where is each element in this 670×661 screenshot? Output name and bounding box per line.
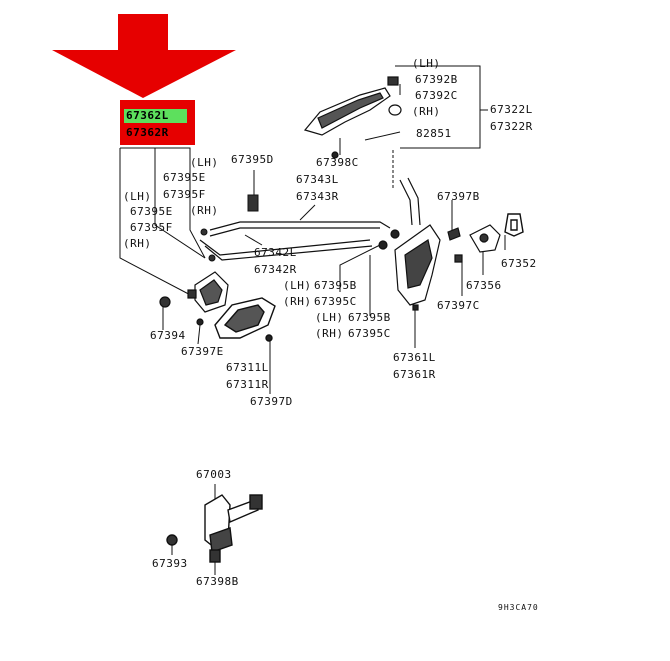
- door-check-icon: [166, 494, 263, 563]
- leader-lines: [119, 65, 506, 575]
- part-67395E-a[interactable]: 67395E: [163, 171, 206, 184]
- part-67395F-b[interactable]: 67395F: [130, 221, 173, 234]
- part-67343R[interactable]: 67343R: [296, 190, 339, 203]
- part-67397C[interactable]: 67397C: [437, 299, 480, 312]
- link-rods: [199, 177, 421, 261]
- note-rh-4: (RH): [283, 295, 312, 308]
- part-67362L[interactable]: 67362L: [126, 109, 169, 122]
- part-67352[interactable]: 67352: [501, 257, 537, 270]
- part-67397E[interactable]: 67397E: [181, 345, 224, 358]
- note-rh-3: (RH): [123, 237, 152, 250]
- part-67343L[interactable]: 67343L: [296, 173, 339, 186]
- note-rh-1: (RH): [412, 105, 441, 118]
- note-rh-5: (RH): [315, 327, 344, 340]
- part-67395B-a[interactable]: 67395B: [314, 279, 357, 292]
- part-67394[interactable]: 67394: [150, 329, 186, 342]
- inside-handle-icon: [214, 297, 276, 342]
- part-67393[interactable]: 67393: [152, 557, 188, 570]
- highlight-part-marker: [124, 109, 187, 123]
- door-lock-icon: [378, 224, 461, 311]
- part-67397B[interactable]: 67397B: [437, 190, 480, 203]
- part-67397D[interactable]: 67397D: [250, 395, 293, 408]
- part-67395F-a[interactable]: 67395F: [163, 188, 206, 201]
- shim-icon: [504, 213, 524, 237]
- striker-icon: [454, 224, 501, 263]
- part-67361R[interactable]: 67361R: [393, 368, 436, 381]
- note-lh-1: (LH): [412, 57, 441, 70]
- part-67003[interactable]: 67003: [196, 468, 232, 481]
- part-67395B-b[interactable]: 67395B: [348, 311, 391, 324]
- part-67356[interactable]: 67356: [466, 279, 502, 292]
- part-67322R[interactable]: 67322R: [490, 120, 533, 133]
- pointer-arrow-icon: [52, 14, 236, 98]
- note-lh-2: (LH): [190, 156, 219, 169]
- part-67392B[interactable]: 67392B: [415, 73, 458, 86]
- part-67322L[interactable]: 67322L: [490, 103, 533, 116]
- part-67342R[interactable]: 67342R: [254, 263, 297, 276]
- part-67398C[interactable]: 67398C: [316, 156, 359, 169]
- diagram-code: 9H3CA70: [498, 603, 539, 612]
- remote-control-icon: [159, 271, 229, 326]
- part-67398B[interactable]: 67398B: [196, 575, 239, 588]
- note-lh-3: (LH): [123, 190, 152, 203]
- outer-handle-icon: [303, 76, 402, 159]
- part-67311R[interactable]: 67311R: [226, 378, 269, 391]
- part-67392C[interactable]: 67392C: [415, 89, 458, 102]
- clip-icon: [200, 194, 259, 262]
- part-67342L[interactable]: 67342L: [254, 246, 297, 259]
- note-lh-5: (LH): [315, 311, 344, 324]
- part-67361L[interactable]: 67361L: [393, 351, 436, 364]
- part-67362R[interactable]: 67362R: [126, 126, 169, 139]
- part-67311L[interactable]: 67311L: [226, 361, 269, 374]
- part-67395C-a[interactable]: 67395C: [314, 295, 357, 308]
- part-67395D[interactable]: 67395D: [231, 153, 274, 166]
- part-82851[interactable]: 82851: [416, 127, 452, 140]
- note-lh-4: (LH): [283, 279, 312, 292]
- part-67395E-b[interactable]: 67395E: [130, 205, 173, 218]
- part-67395C-b[interactable]: 67395C: [348, 327, 391, 340]
- note-rh-2: (RH): [190, 204, 219, 217]
